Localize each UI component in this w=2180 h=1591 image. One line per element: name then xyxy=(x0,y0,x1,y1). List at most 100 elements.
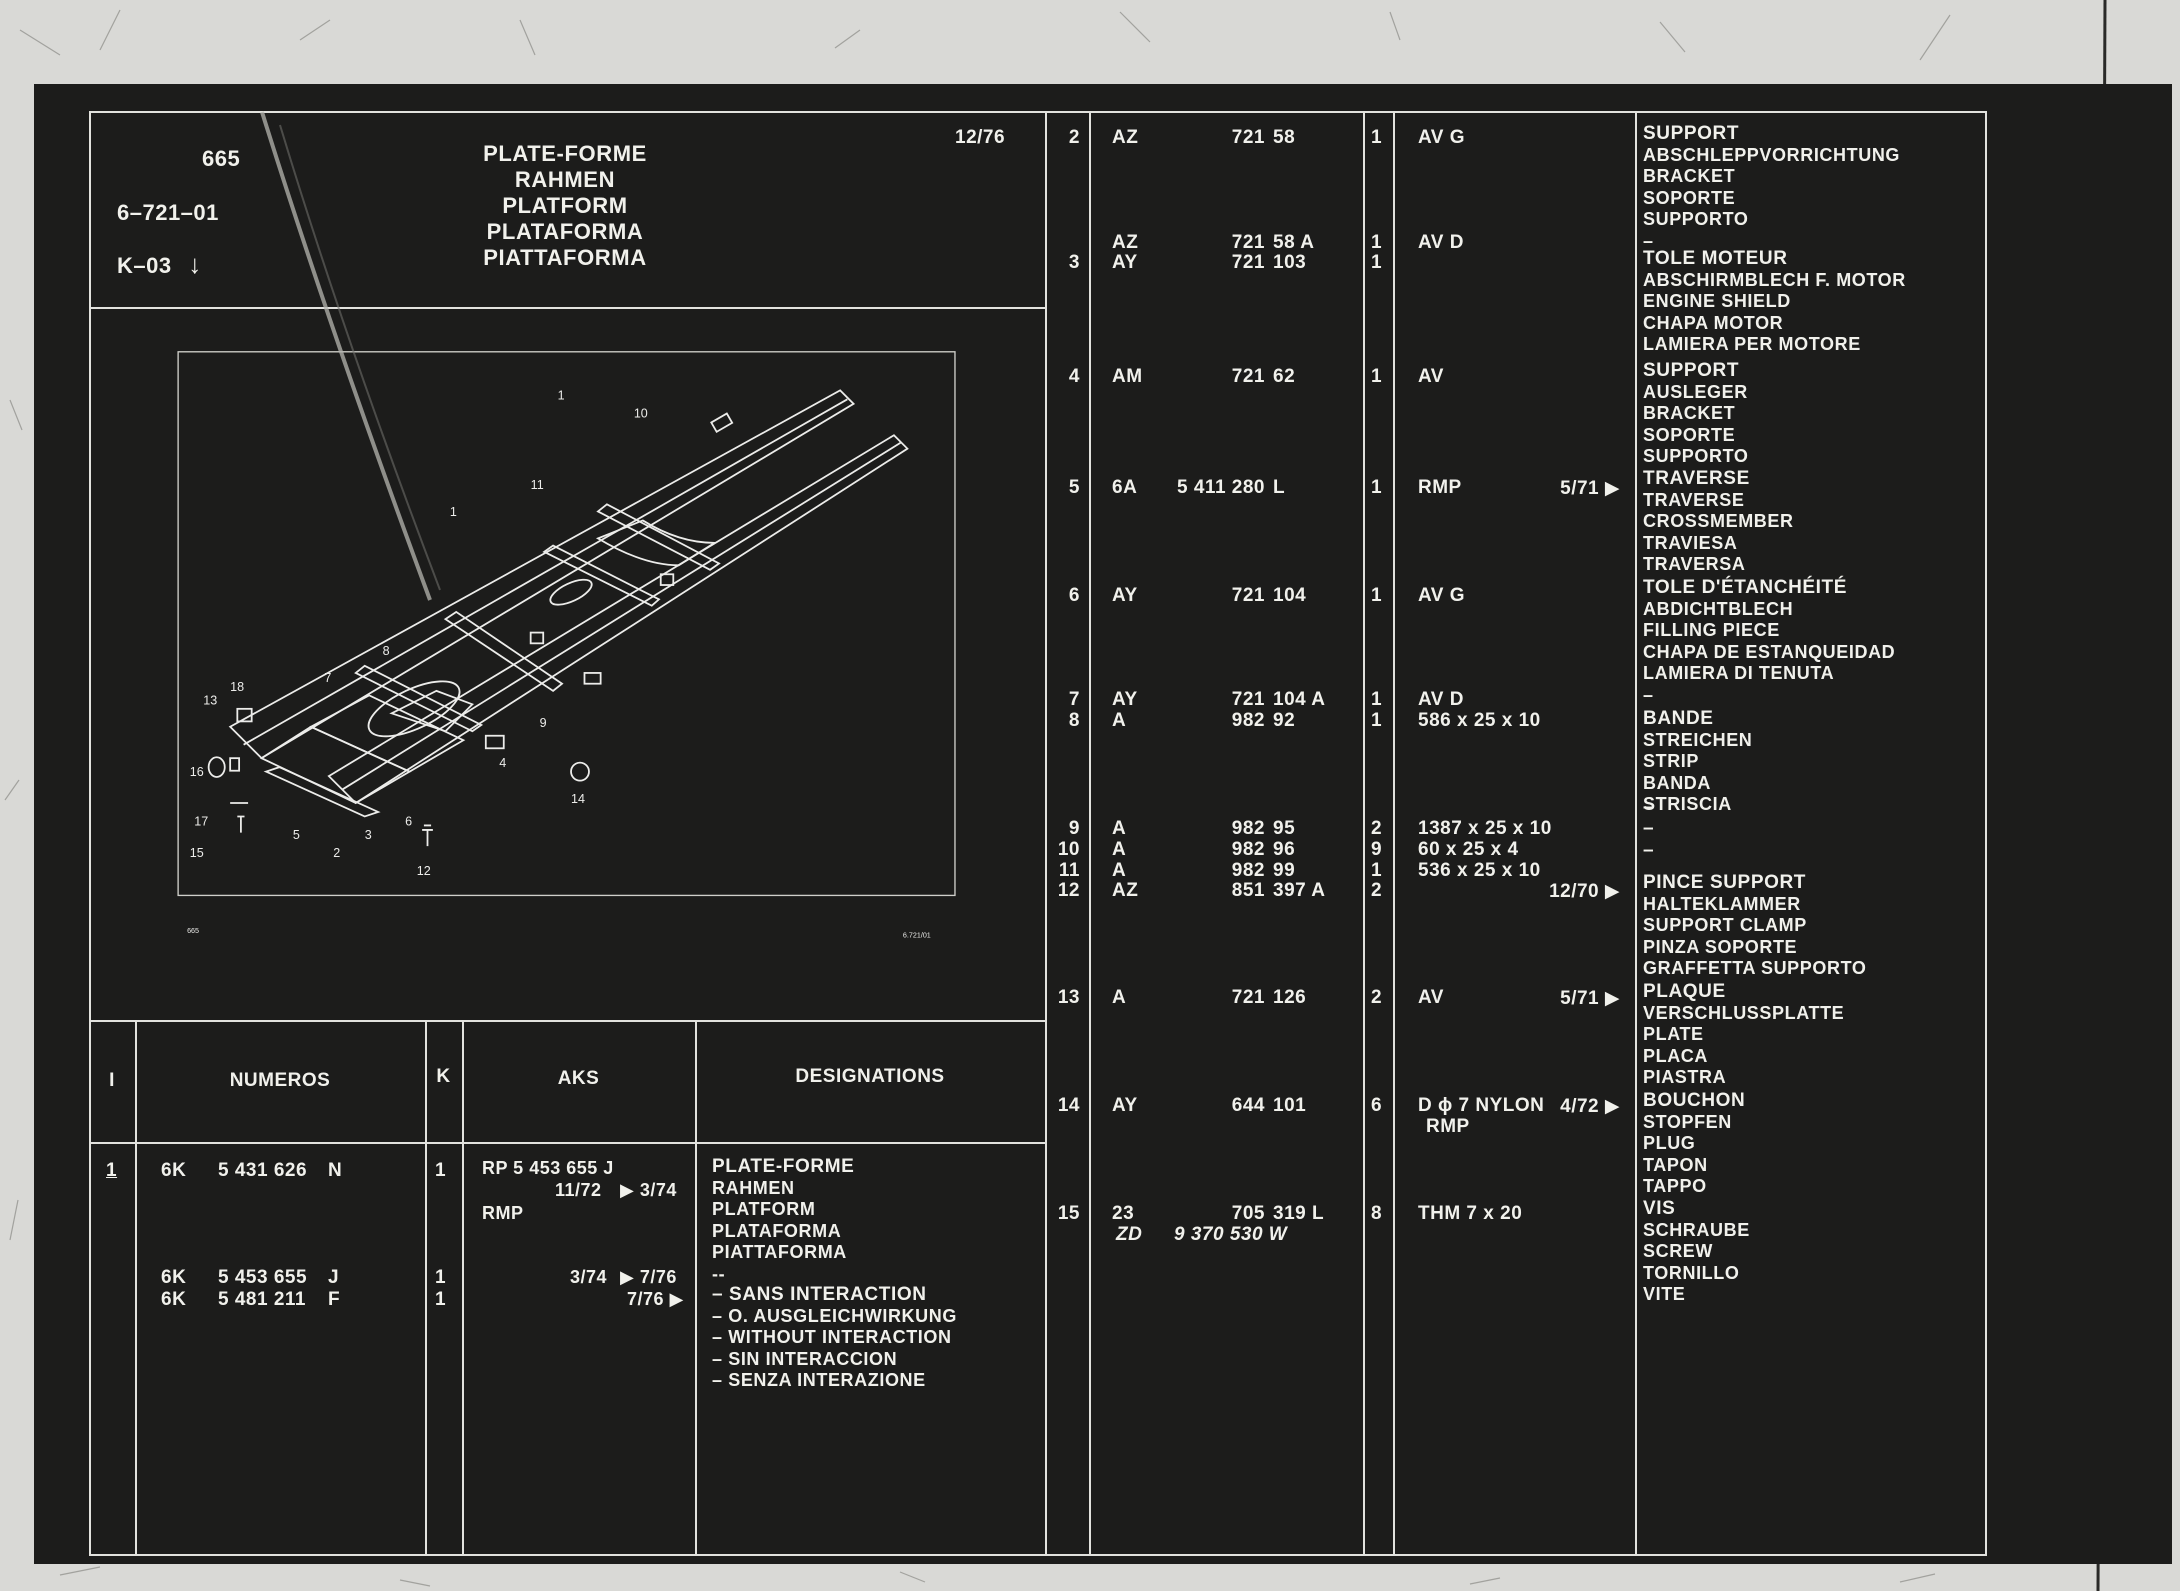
designation-line: TOLE D'ÉTANCHÉITÉ xyxy=(1643,577,1848,598)
part-number: 721 xyxy=(1231,252,1265,273)
entry-1-aks-1: RP 5 453 655 J xyxy=(482,1158,614,1178)
entry-2-prefix: 6K xyxy=(161,1267,187,1288)
designation-line: PIASTRA xyxy=(1643,1067,1727,1087)
col-header-aks: AKS xyxy=(557,1068,600,1089)
callout-1a: 1 xyxy=(558,388,565,402)
designation-line: SOPORTE xyxy=(1643,424,1736,445)
designation-line: TRAVERSA xyxy=(1643,554,1746,574)
designation-line: TAPON xyxy=(1643,1154,1708,1175)
designation-line: CROSSMEMBER xyxy=(1643,511,1794,531)
table-header-divider xyxy=(89,1142,1045,1144)
header-divider xyxy=(89,307,1045,309)
divider-left-right xyxy=(1045,111,1047,1556)
designation-line: FILLING PIECE xyxy=(1643,620,1780,640)
designation-line: BOUCHON xyxy=(1643,1090,1746,1111)
part-remark: THM 7 x 20 xyxy=(1418,1203,1523,1224)
part-number: 721 xyxy=(1231,585,1265,606)
callout-12: 12 xyxy=(417,864,431,878)
part-suffix: 58 xyxy=(1273,127,1296,148)
arrow-down-icon: ↓ xyxy=(188,249,202,279)
part-remark: 1387 x 25 x 10 xyxy=(1418,818,1552,839)
designation-line: VITE xyxy=(1643,1284,1686,1304)
designation-line: SCREW xyxy=(1643,1241,1713,1261)
part-code: A xyxy=(1112,818,1127,839)
designation-line: STREICHEN xyxy=(1643,729,1753,750)
part-index: 9 xyxy=(1068,818,1080,839)
part-qty: 1 xyxy=(1371,127,1383,148)
part-qty: 8 xyxy=(1371,1203,1383,1224)
callout-9: 9 xyxy=(540,716,547,730)
part-designation: – xyxy=(1643,797,1654,819)
callout-6: 6 xyxy=(405,814,412,828)
col-div-k xyxy=(462,1020,464,1556)
part-qty: 1 xyxy=(1371,585,1383,606)
part-number: 851 xyxy=(1231,880,1265,901)
designation-line: CHAPA MOTOR xyxy=(1643,312,1784,333)
col-div-index xyxy=(135,1020,137,1556)
designation-line: SUPPORT xyxy=(1643,360,1740,381)
part-index: 15 xyxy=(1057,1203,1080,1224)
designation-line: LAMIERA PER MOTORE xyxy=(1643,334,1861,354)
callout-8: 8 xyxy=(383,644,390,658)
part-index: 3 xyxy=(1068,252,1080,273)
part-code: A xyxy=(1112,987,1127,1008)
group-number: 6–721–01 xyxy=(117,200,219,225)
part-suffix: 397 A xyxy=(1273,880,1326,901)
col-div-aks xyxy=(695,1020,697,1556)
designation-line: TRAVIESA xyxy=(1643,532,1738,553)
part-code: AZ xyxy=(1112,880,1139,901)
part-remark: RMP xyxy=(1418,477,1462,498)
part-number: 644 xyxy=(1231,1095,1265,1116)
part-code: AY xyxy=(1112,1095,1138,1116)
callout-10: 10 xyxy=(634,406,648,420)
callout-4: 4 xyxy=(499,756,506,770)
part-qty: 9 xyxy=(1371,839,1383,860)
part-suffix: 101 xyxy=(1273,1095,1307,1116)
entry-1-suffix: N xyxy=(328,1160,343,1181)
row-index: 1 xyxy=(106,1160,118,1181)
part-code: 23 xyxy=(1112,1203,1135,1224)
callout-1: 1 xyxy=(450,505,457,519)
part-number: 721 xyxy=(1231,987,1265,1008)
col-header-index: I xyxy=(109,1070,115,1091)
designation-line: HALTEKLAMMER xyxy=(1643,893,1801,914)
header-titles: PLATE-FORME RAHMEN PLATFORM PLATAFORMA P… xyxy=(460,141,670,271)
divider-index xyxy=(1089,111,1091,1556)
part-code-2: ZD xyxy=(1116,1224,1143,1245)
designation-line: PLUG xyxy=(1643,1133,1696,1153)
designation-line: TAPPO xyxy=(1643,1176,1707,1196)
part-number-2: 9 370 530 W xyxy=(1174,1224,1288,1245)
designation-line: SCHRAUBE xyxy=(1643,1219,1750,1240)
part-remark: AV D xyxy=(1418,232,1464,253)
part-index: 14 xyxy=(1057,1095,1080,1116)
part-qty: 2 xyxy=(1371,818,1383,839)
part-designation: – xyxy=(1643,840,1654,862)
header-date: 12/76 xyxy=(955,127,1006,148)
part-qty: 1 xyxy=(1371,860,1383,881)
title-de: RAHMEN xyxy=(514,167,616,192)
part-qty: 1 xyxy=(1371,710,1383,731)
designation-line: PINCE SUPPORT xyxy=(1643,872,1806,893)
designation-line: – xyxy=(1643,818,1655,839)
callout-11: 11 xyxy=(531,478,544,492)
designation-line: VERSCHLUSSPLATTE xyxy=(1643,1002,1845,1023)
part-suffix: 95 xyxy=(1273,818,1296,839)
designation-line: TRAVERSE xyxy=(1643,468,1750,489)
designation-line: STOPFEN xyxy=(1643,1111,1732,1132)
part-index: 5 xyxy=(1068,477,1080,498)
part-remark: 586 x 25 x 10 xyxy=(1418,710,1541,731)
designation-line: GRAFFETTA SUPPORTO xyxy=(1643,958,1867,978)
title-es: PLATAFORMA xyxy=(486,219,644,244)
row-designation-note: – SANS INTERACTION – O. AUSGLEICHWIRKUNG… xyxy=(712,1284,957,1390)
designation-line: SOPORTE xyxy=(1643,187,1736,208)
part-index: 10 xyxy=(1057,839,1080,860)
part-number: 982 xyxy=(1231,818,1265,839)
entry-2-number: 5 453 655 xyxy=(218,1267,308,1288)
divider-qty-b xyxy=(1393,111,1395,1556)
title-it: PIATTAFORMA xyxy=(483,245,647,270)
